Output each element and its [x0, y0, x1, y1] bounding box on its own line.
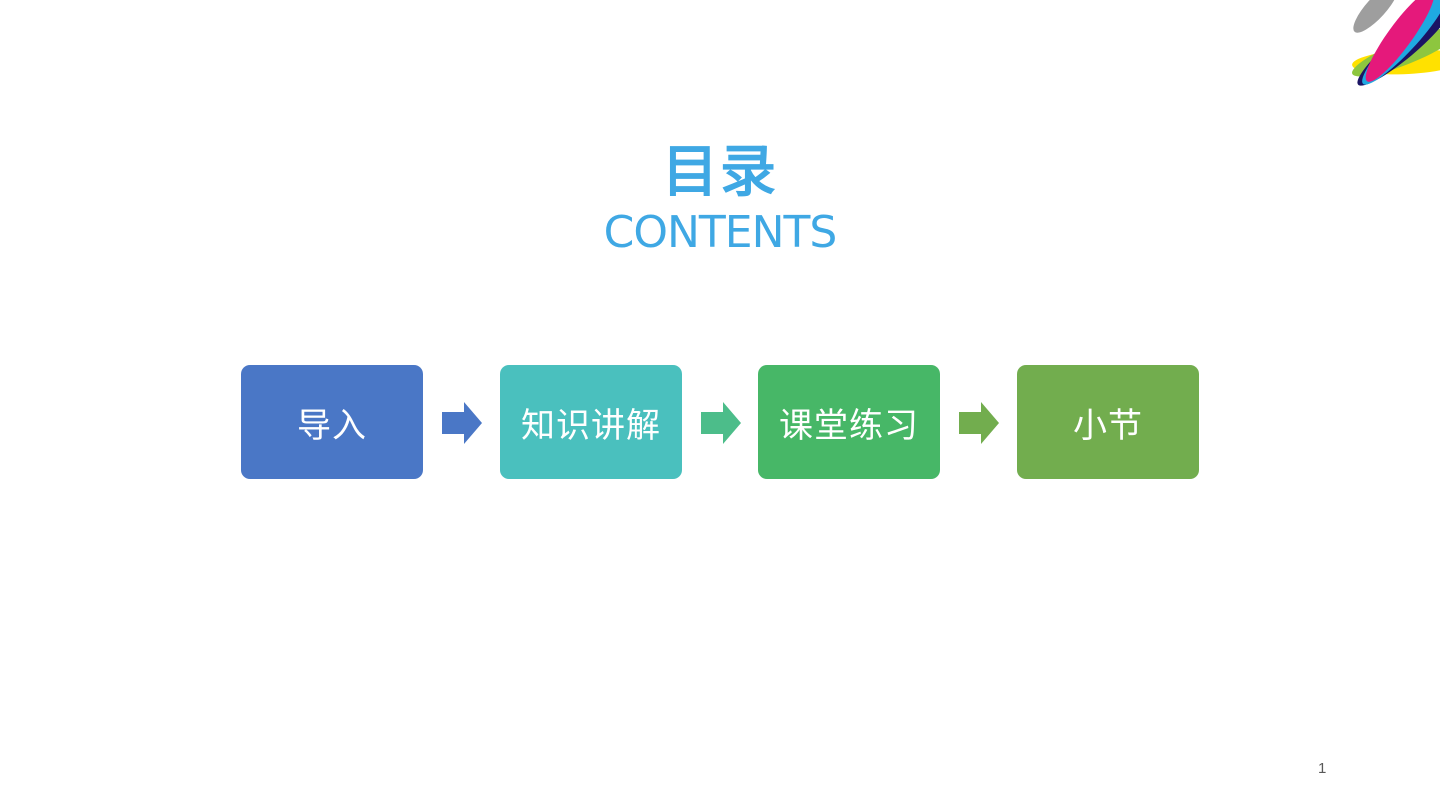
arrow-right-icon	[959, 402, 999, 444]
flow-step-knowledge[interactable]: 知识讲解	[500, 365, 682, 479]
arrow-right-icon	[701, 402, 741, 444]
contents-flow: 导入 知识讲解 课堂练习 小节	[241, 365, 1199, 479]
arrow-right-icon	[442, 402, 482, 444]
color-petals-logo-icon	[1352, 0, 1440, 86]
flow-step-intro[interactable]: 导入	[241, 365, 423, 479]
slide-title: 目录	[662, 140, 778, 205]
page-number: 1	[1318, 760, 1327, 777]
flow-step-practice[interactable]: 课堂练习	[758, 365, 940, 479]
slide-subtitle: CONTENTS	[603, 207, 838, 258]
flow-step-summary[interactable]: 小节	[1017, 365, 1199, 479]
